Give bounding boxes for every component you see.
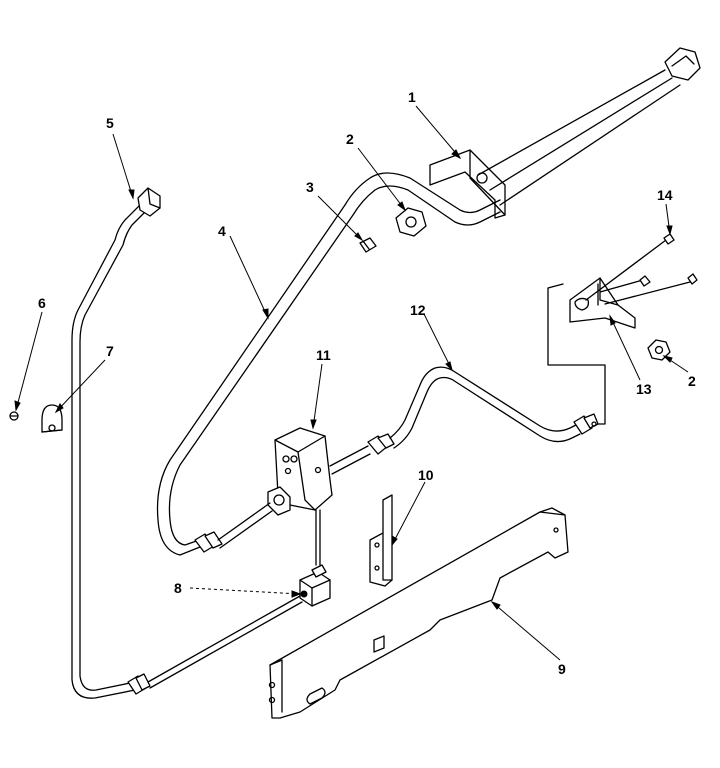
callout-10: 10 — [418, 467, 434, 483]
callout-14: 14 — [657, 187, 673, 203]
callout-7: 7 — [106, 343, 114, 359]
callout-2-lower: 2 — [688, 373, 696, 389]
callout-labels: 1 2 3 4 5 6 7 8 9 10 11 12 13 2 14 — [38, 89, 696, 677]
part-11-gas-valve — [217, 427, 371, 549]
callout-1: 1 — [408, 89, 416, 105]
part-6-screw — [9, 411, 19, 421]
leader-lines — [14, 105, 689, 661]
callout-2-upper: 2 — [346, 131, 354, 147]
part-3-small-fitting — [359, 237, 377, 253]
part-13-angle-bracket — [569, 239, 691, 329]
callout-5: 5 — [106, 115, 114, 131]
part-1-tube-bracket — [429, 47, 701, 219]
part-4-tube — [156, 172, 501, 556]
part-5-tube — [71, 187, 161, 699]
part-8-regulator — [147, 509, 331, 689]
callout-3: 3 — [306, 179, 314, 195]
callout-8: 8 — [174, 580, 182, 596]
callout-4: 4 — [218, 223, 226, 239]
part-9-mounting-plate — [268, 507, 569, 719]
part-14-screw — [639, 233, 698, 287]
part-10-bracket — [369, 494, 393, 587]
callout-6: 6 — [38, 295, 46, 311]
callout-11: 11 — [316, 347, 331, 363]
part-2-hex-nut-upper — [395, 207, 427, 237]
callout-9: 9 — [558, 661, 566, 677]
callout-12: 12 — [410, 302, 426, 318]
part-12-tube — [367, 283, 606, 455]
part-2-hex-nut-lower — [647, 339, 671, 361]
callout-13: 13 — [636, 381, 652, 397]
